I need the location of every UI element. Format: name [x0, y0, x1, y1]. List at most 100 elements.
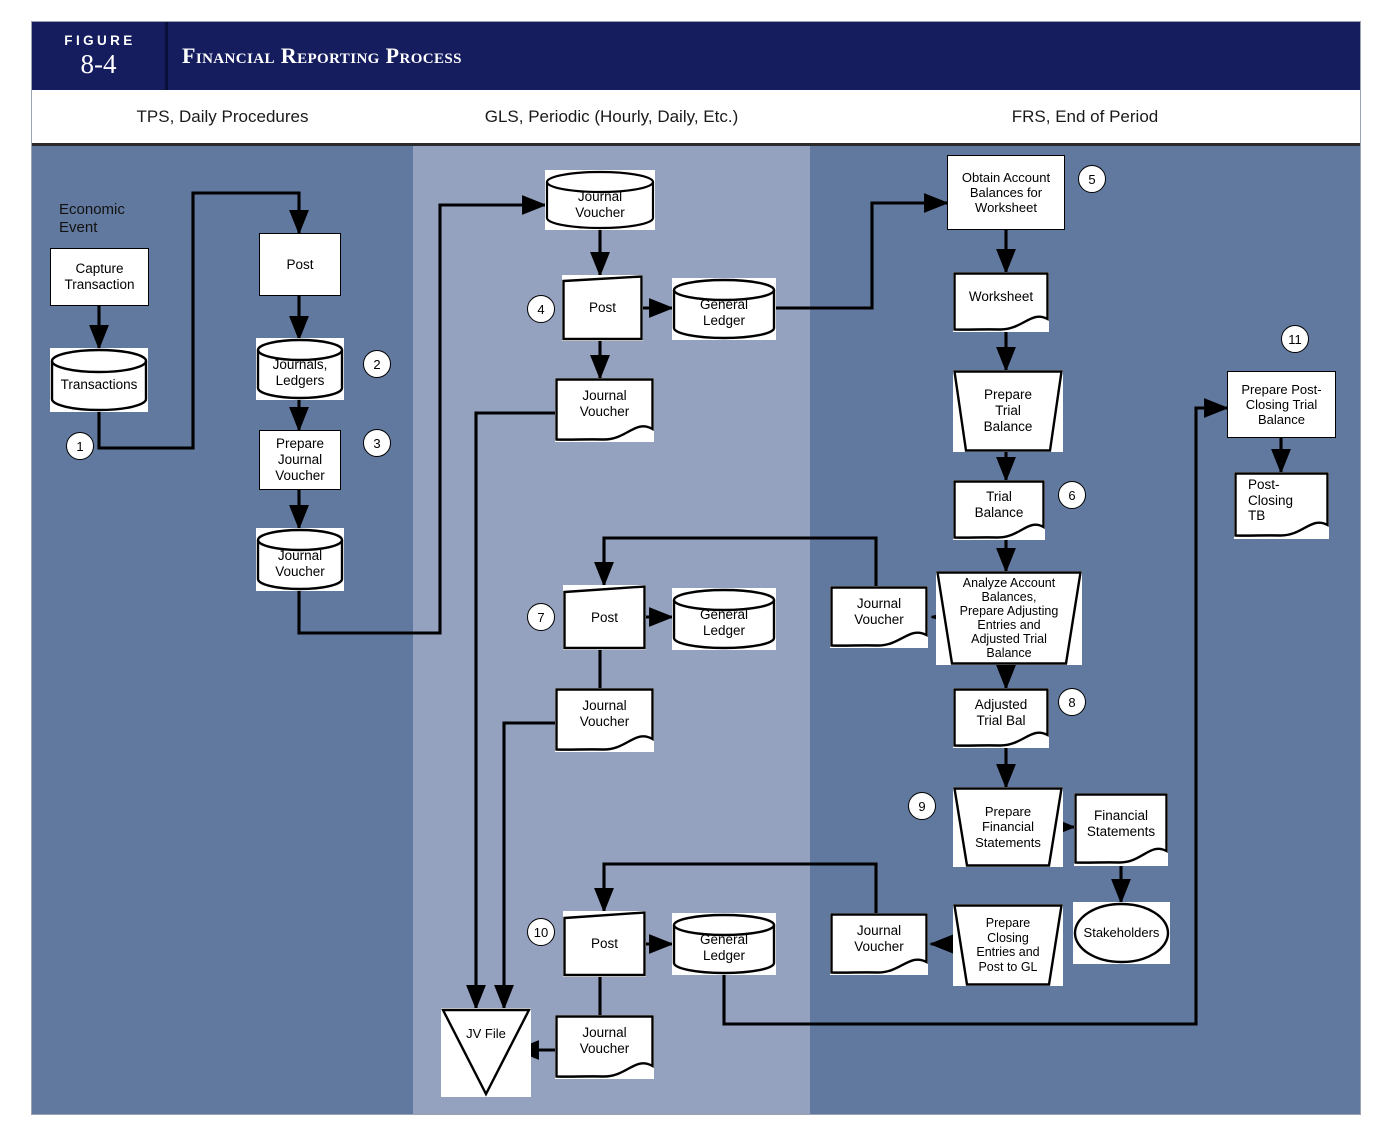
- node-stakeholders[interactable]: Stakeholders: [1073, 902, 1170, 964]
- node-label: Post: [286, 256, 314, 272]
- node-label: General Ledger: [699, 932, 749, 963]
- node-prepare-financial-statements[interactable]: Prepare Financial Statements: [953, 787, 1063, 867]
- node-worksheet[interactable]: Worksheet: [953, 272, 1049, 332]
- document-icon: [953, 272, 1049, 331]
- manual-operation-icon: [953, 370, 1063, 452]
- node-post-gls-10[interactable]: Post: [563, 911, 646, 977]
- node-post-gls-7[interactable]: Post: [563, 585, 646, 650]
- document-icon: [555, 378, 654, 441]
- node-label: Prepare Trial Balance: [983, 387, 1033, 434]
- step-number-1: 1: [66, 432, 94, 460]
- step-label: 9: [918, 798, 926, 814]
- node-label: Prepare Closing Entries and Post to GL: [976, 916, 1040, 974]
- node-label: JV File: [466, 1025, 506, 1041]
- figure-bottom-rule: [32, 1114, 1360, 1115]
- node-capture-transaction[interactable]: Capture Transaction: [50, 248, 149, 306]
- node-journal-voucher-doc-10[interactable]: Journal Voucher: [555, 1015, 654, 1079]
- node-trial-balance[interactable]: Trial Balance: [953, 480, 1045, 540]
- node-post-gls-4[interactable]: Post: [562, 275, 643, 341]
- step-label: 4: [537, 301, 545, 317]
- step-number-8: 8: [1058, 688, 1086, 716]
- node-post-tps[interactable]: Post: [259, 233, 341, 296]
- node-post-closing-tb[interactable]: Post- Closing TB: [1234, 472, 1329, 539]
- step-number-5: 5: [1078, 165, 1106, 193]
- document-icon: [1074, 793, 1168, 864]
- step-label: 7: [537, 609, 545, 625]
- manual-operation-icon: [562, 275, 643, 341]
- document-icon: [830, 586, 928, 647]
- node-journals-ledgers[interactable]: Journals, Ledgers: [256, 338, 344, 400]
- node-analyze-account-balances[interactable]: Analyze Account Balances, Prepare Adjust…: [936, 571, 1082, 665]
- step-number-10: 10: [527, 918, 555, 946]
- node-label: Stakeholders: [1083, 925, 1160, 941]
- manual-operation-icon: [953, 787, 1063, 867]
- column-header-frs: FRS, End of Period: [1011, 106, 1159, 126]
- node-label: Prepare Financial Statements: [975, 804, 1041, 850]
- node-label: Post: [588, 300, 616, 316]
- document-icon: [953, 480, 1045, 539]
- node-label: Journals, Ledgers: [272, 357, 328, 388]
- node-label: Financial Statements: [1086, 807, 1156, 839]
- node-label: Worksheet: [968, 289, 1034, 305]
- step-label: 10: [533, 924, 549, 940]
- step-label: 2: [373, 356, 381, 372]
- step-number-6: 6: [1058, 481, 1086, 509]
- step-number-9: 9: [908, 792, 936, 820]
- node-adjusted-trial-bal[interactable]: Adjusted Trial Bal: [953, 688, 1049, 748]
- cylinder-icon: [672, 913, 776, 975]
- step-label: 3: [373, 435, 381, 451]
- node-label: Prepare Post- Closing Trial Balance: [1241, 381, 1322, 428]
- node-general-ledger-4[interactable]: General Ledger: [672, 278, 776, 340]
- node-label: Prepare Journal Voucher: [275, 436, 325, 483]
- document-icon: [555, 688, 654, 751]
- node-prepare-closing-entries[interactable]: Prepare Closing Entries and Post to GL: [953, 904, 1063, 986]
- node-label: Journal Voucher: [575, 188, 625, 220]
- node-label: Obtain Account Balances for Worksheet: [961, 169, 1051, 216]
- node-prepare-post-closing-tb[interactable]: Prepare Post- Closing Trial Balance: [1227, 371, 1336, 438]
- document-icon: [555, 1015, 654, 1078]
- manual-operation-icon: [563, 585, 646, 650]
- cylinder-icon: [672, 588, 776, 650]
- node-journal-voucher-adjusting[interactable]: Journal Voucher: [830, 586, 928, 648]
- step-number-11: 11: [1281, 325, 1309, 353]
- economic-event-label: Economic Event: [59, 201, 125, 236]
- node-journal-voucher-tps[interactable]: Journal Voucher: [256, 528, 344, 591]
- node-label: Post: [590, 609, 618, 625]
- cylinder-icon: [545, 170, 655, 230]
- node-prepare-trial-balance[interactable]: Prepare Trial Balance: [953, 370, 1063, 452]
- figure-title: Financial Reporting Process: [182, 43, 462, 68]
- node-label: Transactions: [60, 376, 138, 392]
- manual-operation-icon: [563, 911, 646, 977]
- swimlane-header-strip: TPS, Daily Procedures GLS, Periodic (Hou…: [32, 90, 1360, 146]
- node-journal-voucher-closing[interactable]: Journal Voucher: [830, 913, 928, 975]
- node-label: Journal Voucher: [579, 698, 630, 729]
- figure-word-label: FIGURE: [64, 32, 136, 48]
- step-label: 8: [1068, 694, 1076, 710]
- node-financial-statements[interactable]: Financial Statements: [1074, 793, 1168, 866]
- node-label: General Ledger: [699, 607, 749, 638]
- node-journal-voucher-doc-4[interactable]: Journal Voucher: [555, 378, 654, 442]
- node-prepare-journal-voucher[interactable]: Prepare Journal Voucher: [259, 430, 341, 490]
- terminator-icon: [1073, 902, 1170, 964]
- node-general-ledger-10[interactable]: General Ledger: [672, 913, 776, 975]
- figure-number-box: FIGURE 8-4: [32, 22, 168, 90]
- manual-operation-icon: [953, 904, 1063, 986]
- column-header-tps: TPS, Daily Procedures: [136, 106, 309, 126]
- node-journal-voucher-gls[interactable]: Journal Voucher: [545, 170, 655, 230]
- cylinder-icon: [672, 278, 776, 340]
- cylinder-icon: [50, 348, 148, 412]
- step-number-2: 2: [363, 350, 391, 378]
- manual-operation-icon: [936, 571, 1082, 665]
- figure-number: 8-4: [80, 49, 117, 80]
- offline-storage-icon: [441, 1008, 531, 1097]
- node-general-ledger-7[interactable]: General Ledger: [672, 588, 776, 650]
- node-transactions-file[interactable]: Transactions: [50, 348, 148, 412]
- step-label: 11: [1288, 331, 1302, 347]
- node-label: Journal Voucher: [579, 1025, 630, 1056]
- node-journal-voucher-doc-7[interactable]: Journal Voucher: [555, 688, 654, 752]
- node-jv-file[interactable]: JV File: [441, 1008, 531, 1097]
- cylinder-icon: [256, 338, 344, 400]
- node-obtain-account-balances[interactable]: Obtain Account Balances for Worksheet: [947, 155, 1065, 230]
- node-label: Journal Voucher: [854, 596, 904, 627]
- node-label: Post: [590, 936, 618, 952]
